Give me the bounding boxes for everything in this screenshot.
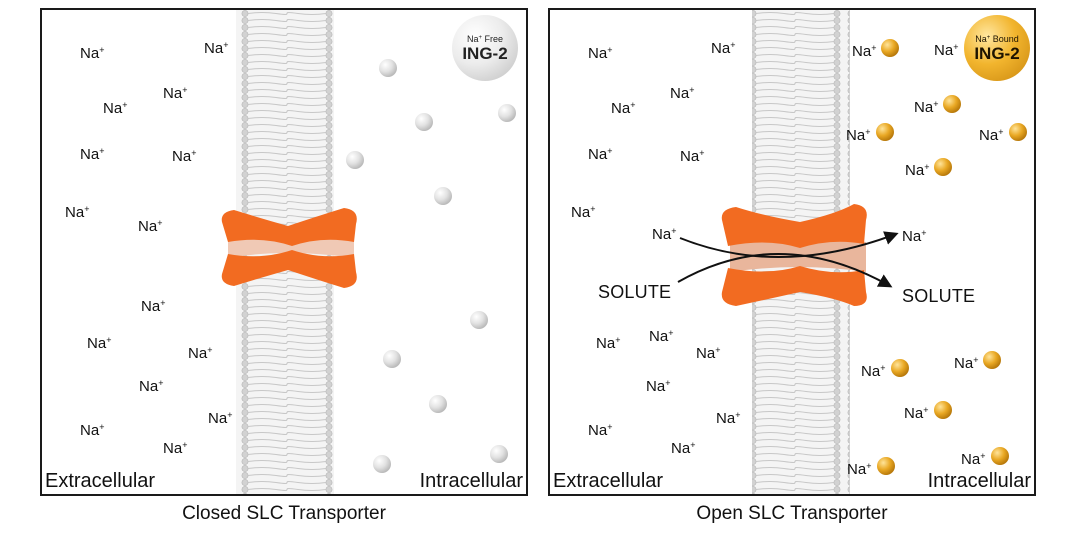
open-transporter-protein	[721, 204, 867, 306]
bound-sodium-ion: Na+	[961, 451, 986, 468]
sodium-ion: Na+	[138, 218, 163, 235]
closed-transporter-panel: Na+ Na+ Na+ Na+ Na+ Na+ Na+ Na+ Na+ Na+ …	[40, 8, 528, 496]
sodium-transport-arrow	[679, 231, 899, 258]
dye-bead	[470, 311, 488, 329]
sodium-ion: Na+	[80, 146, 105, 163]
bound-sodium-ion: Na+	[852, 43, 877, 60]
closed-scene-graphics	[221, 10, 516, 494]
solute-label-intracellular: SOLUTE	[902, 286, 976, 306]
bound-dye-badge: Na+ Bound ING-2	[964, 15, 1030, 81]
dye-bead	[943, 95, 961, 113]
sodium-ion: Na+	[163, 440, 188, 457]
sodium-ion: Na+	[646, 378, 671, 395]
open-scene-graphics	[677, 10, 1027, 494]
intracellular-label: Intracellular	[927, 470, 1031, 492]
bound-sodium-ion: Na+	[847, 461, 872, 478]
sodium-ion: Na+	[696, 345, 721, 362]
dye-bead	[881, 39, 899, 57]
extracellular-label: Extracellular	[553, 470, 664, 492]
sodium-ion: Na+	[65, 204, 90, 221]
solute-transport-arrow	[677, 253, 893, 288]
dye-bead	[877, 457, 895, 475]
bound-sodium-ion: Na+	[954, 355, 979, 372]
dye-bead	[934, 158, 952, 176]
dye-bead	[415, 113, 433, 131]
sodium-ion: Na+	[588, 45, 613, 62]
dye-bead	[383, 350, 401, 368]
sodium-ion: Na+	[649, 328, 674, 345]
dye-bead	[498, 104, 516, 122]
sodium-ion: Na+	[172, 148, 197, 165]
dye-bead	[983, 351, 1001, 369]
dye-bead	[434, 187, 452, 205]
free-dye-badge: Na+ Free ING-2	[452, 15, 518, 81]
sodium-ion: Na+	[80, 45, 105, 62]
bound-sodium-ion: Na+	[904, 405, 929, 422]
dye-bead	[891, 359, 909, 377]
solute-label-extracellular: SOLUTE	[598, 282, 672, 302]
sodium-ion: Na+	[596, 335, 621, 352]
badge-dye-name: ING-2	[462, 44, 508, 63]
sodium-ion: Na+	[87, 335, 112, 352]
dye-bead	[490, 445, 508, 463]
sodium-ion: Na+	[141, 298, 166, 315]
badge-dye-name: ING-2	[974, 44, 1020, 63]
sodium-ion: Na+	[208, 410, 233, 427]
open-transporter-panel: Na+ Na+ Na+ Na+ Na+ Na+ Na+ Na+ Na+ Na+ …	[548, 8, 1036, 496]
bound-sodium-ion: Na+	[905, 162, 930, 179]
sodium-ion: Na+	[711, 40, 736, 57]
closed-transporter-caption: Closed SLC Transporter	[182, 503, 386, 524]
transporter-lower-subunit	[721, 266, 867, 306]
sodium-ion: Na+	[934, 42, 959, 59]
dye-bead	[934, 401, 952, 419]
dye-bead	[346, 151, 364, 169]
dye-bead	[429, 395, 447, 413]
sodium-ion: Na+	[716, 410, 741, 427]
badge-state-label: Na+ Bound	[975, 34, 1019, 44]
bound-sodium-ion: Na+	[861, 363, 886, 380]
transporter-upper-subunit	[721, 204, 867, 248]
bound-dye-beads	[876, 39, 1027, 475]
closed-transporter-protein	[221, 208, 357, 288]
bound-sodium-ion: Na+	[979, 127, 1004, 144]
sodium-ion: Na+	[571, 204, 596, 221]
extracellular-label: Extracellular	[45, 470, 156, 492]
dye-bead	[373, 455, 391, 473]
sodium-ion: Na+	[670, 85, 695, 102]
dye-bead	[876, 123, 894, 141]
transport-arrows	[677, 231, 899, 288]
sodium-ion: Na+	[80, 422, 105, 439]
open-transporter-caption: Open SLC Transporter	[696, 503, 888, 524]
transported-sodium-ion: Na+	[902, 228, 927, 245]
sodium-ion: Na+	[103, 100, 128, 117]
sodium-ion: Na+	[204, 40, 229, 57]
free-dye-beads	[346, 59, 516, 473]
sodium-ion: Na+	[163, 85, 188, 102]
dye-bead	[379, 59, 397, 77]
sodium-ion: Na+	[671, 440, 696, 457]
sodium-ion: Na+	[652, 226, 677, 243]
transporter-lower-subunit	[221, 250, 357, 288]
sodium-ion: Na+	[588, 146, 613, 163]
transporter-upper-subunit	[221, 208, 357, 246]
dye-bead	[991, 447, 1009, 465]
sodium-ion: Na+	[588, 422, 613, 439]
sodium-ion: Na+	[188, 345, 213, 362]
bound-sodium-ion: Na+	[846, 127, 871, 144]
dye-bead	[1009, 123, 1027, 141]
bound-sodium-ion: Na+	[914, 99, 939, 116]
intracellular-label: Intracellular	[419, 470, 523, 492]
badge-state-label: Na+ Free	[466, 34, 504, 44]
sodium-ion: Na+	[139, 378, 164, 395]
sodium-ion: Na+	[611, 100, 636, 117]
sodium-ion: Na+	[680, 148, 705, 165]
